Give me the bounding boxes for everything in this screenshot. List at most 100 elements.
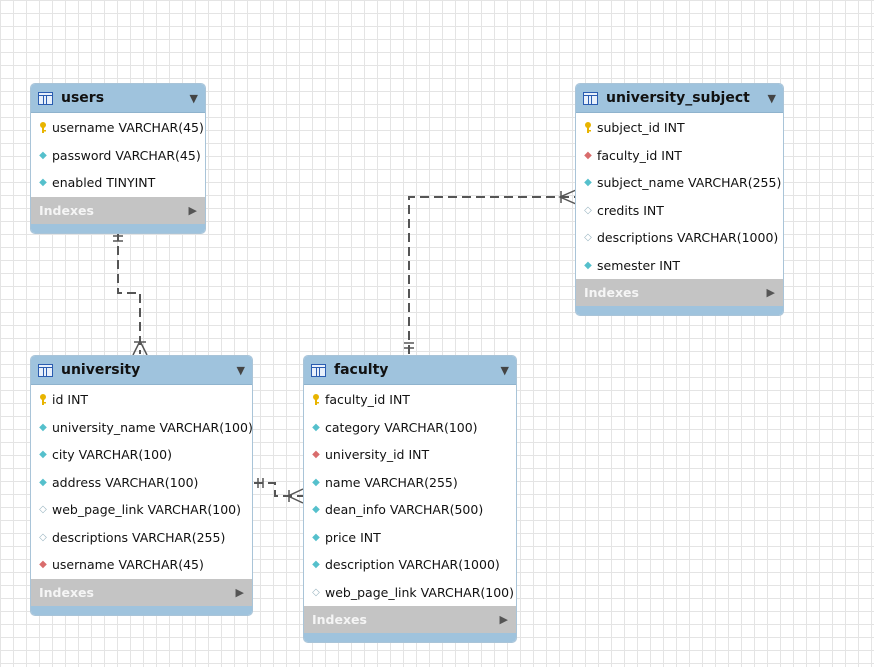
column-row[interactable]: ◆ address VARCHAR(100) — [31, 469, 252, 497]
indexes-label: Indexes — [39, 584, 94, 600]
table-header[interactable]: faculty▼ — [304, 356, 516, 385]
column-row[interactable]: ◇web_page_link VARCHAR(100) — [304, 579, 516, 607]
indexes-label: Indexes — [584, 285, 639, 300]
column-icon: ◆ — [39, 421, 47, 433]
column-list: username VARCHAR(45) ◆ password VARCHAR(45… — [31, 113, 205, 197]
column-row[interactable]: ◆ dean_info VARCHAR(500) — [304, 496, 516, 524]
column-list: subject_id INT ◆ faculty_id INT ◆ subject_na… — [576, 113, 783, 279]
column-label: price INT — [325, 529, 381, 545]
indexes-label: Indexes — [312, 612, 367, 627]
column-row[interactable]: ◆ enabled TINYINT — [31, 169, 205, 197]
chevron-right-icon[interactable]: ▶ — [235, 585, 244, 599]
column-row[interactable]: ◆city VARCHAR(100) — [31, 441, 252, 469]
indexes-section[interactable]: Indexes ▶ — [31, 578, 252, 606]
column-label: faculty_id INT — [597, 147, 682, 163]
column-icon: ◆ — [39, 476, 47, 488]
table-header[interactable]: users ▼ — [31, 84, 205, 113]
column-row[interactable]: ◆ password VARCHAR(45) — [31, 142, 205, 170]
table-footer — [576, 306, 783, 315]
table-header[interactable]: university▼ — [31, 356, 252, 385]
table-name: users — [61, 90, 105, 106]
column-row[interactable]: ◆ username VARCHAR(45) — [31, 551, 252, 579]
indexes-section[interactable]: Indexes ▶ — [31, 196, 205, 224]
column-icon: ◆ — [39, 177, 47, 189]
column-row[interactable]: username VARCHAR(45) — [31, 114, 205, 142]
table-icon — [38, 363, 53, 377]
column-icon: ◆ — [312, 531, 320, 543]
column-label: semester INT — [597, 257, 680, 273]
column-icon: ◆ — [584, 177, 592, 189]
nullable-column-icon: ◇ — [39, 531, 47, 543]
column-list: id INT◆university_name VARCHAR(100)◆city… — [31, 385, 252, 579]
primary-key-icon — [582, 121, 594, 134]
column-label: web_page_link VARCHAR(100) — [52, 502, 241, 518]
column-icon: ◆ — [312, 559, 320, 571]
column-row[interactable]: ◆ price INT — [304, 524, 516, 552]
column-label: university_name VARCHAR(100) — [52, 419, 253, 435]
chevron-down-icon[interactable]: ▼ — [767, 91, 776, 105]
column-label: description VARCHAR(1000) — [325, 557, 500, 573]
column-row[interactable]: ◆ semester INT — [576, 252, 783, 280]
chevron-right-icon[interactable]: ▶ — [766, 286, 775, 299]
column-row[interactable]: ◆ subject_name VARCHAR(255) — [576, 169, 783, 197]
chevron-down-icon[interactable]: ▼ — [236, 363, 245, 377]
table-faculty[interactable]: faculty▼faculty_id INT◆category VARCHAR(… — [303, 355, 517, 643]
column-row[interactable]: id INT — [31, 386, 252, 414]
relationship-university-faculty[interactable] — [254, 482, 303, 497]
foreign-key-icon: ◆ — [39, 559, 47, 571]
column-row[interactable]: ◆ name VARCHAR(255) — [304, 469, 516, 497]
column-icon: ◆ — [312, 476, 320, 488]
column-label: university_id INT — [325, 447, 430, 463]
table-icon — [583, 91, 598, 105]
table-footer — [31, 223, 205, 233]
column-label: username VARCHAR(45) — [52, 557, 204, 573]
table-users[interactable]: users ▼ username VARCHAR(45) ◆ password VARC… — [30, 83, 206, 234]
column-label: credits INT — [597, 202, 664, 218]
relationship-faculty-university-subject[interactable] — [408, 196, 575, 354]
column-label: address VARCHAR(100) — [52, 474, 199, 490]
column-label: city VARCHAR(100) — [52, 447, 172, 463]
table-university-subject[interactable]: university_subject ▼ subject_id INT ◆ facult… — [575, 83, 784, 316]
column-label: subject_name VARCHAR(255) — [597, 175, 782, 191]
column-row[interactable]: ◇descriptions VARCHAR(255) — [31, 524, 252, 552]
column-row[interactable]: ◆ faculty_id INT — [576, 142, 783, 170]
column-label: id INT — [52, 392, 89, 408]
foreign-key-icon: ◆ — [584, 149, 592, 161]
nullable-column-icon: ◇ — [39, 504, 47, 516]
chevron-down-icon[interactable]: ▼ — [189, 91, 198, 105]
column-row[interactable]: ◆ description VARCHAR(1000) — [304, 551, 516, 579]
column-label: enabled TINYINT — [52, 175, 156, 191]
chevron-right-icon[interactable]: ▶ — [188, 203, 197, 217]
table-name: university_subject — [606, 90, 750, 106]
column-label: category VARCHAR(100) — [325, 419, 478, 435]
column-row[interactable]: ◇credits INT — [576, 197, 783, 225]
column-icon: ◆ — [584, 259, 592, 271]
chevron-down-icon[interactable]: ▼ — [500, 363, 509, 377]
table-header[interactable]: university_subject ▼ — [576, 84, 783, 113]
column-row[interactable]: subject_id INT — [576, 114, 783, 142]
column-row[interactable]: ◇descriptions VARCHAR(1000) — [576, 224, 783, 252]
column-icon: ◆ — [312, 504, 320, 516]
indexes-section[interactable]: Indexes ▶ — [576, 279, 783, 306]
column-row[interactable]: ◆ university_id INT — [304, 441, 516, 469]
table-footer — [304, 633, 516, 642]
column-label: descriptions VARCHAR(1000) — [597, 230, 779, 246]
column-row[interactable]: ◆ university_name VARCHAR(100) — [31, 414, 252, 442]
primary-key-icon — [37, 393, 49, 406]
chevron-right-icon[interactable]: ▶ — [499, 613, 508, 626]
column-label: dean_info VARCHAR(500) — [325, 502, 484, 518]
column-row[interactable]: ◇ web_page_link VARCHAR(100) — [31, 496, 252, 524]
relationship-users-university[interactable] — [117, 232, 141, 354]
indexes-label: Indexes — [39, 202, 94, 218]
column-label: password VARCHAR(45) — [52, 147, 201, 163]
column-label: username VARCHAR(45) — [52, 120, 204, 136]
column-label: name VARCHAR(255) — [325, 474, 458, 490]
table-icon — [38, 91, 53, 105]
foreign-key-icon: ◆ — [312, 449, 320, 461]
column-row[interactable]: faculty_id INT — [304, 386, 516, 414]
column-icon: ◆ — [39, 149, 47, 161]
indexes-section[interactable]: Indexes ▶ — [304, 606, 516, 633]
table-icon — [311, 363, 326, 377]
column-row[interactable]: ◆category VARCHAR(100) — [304, 414, 516, 442]
table-university[interactable]: university▼ id INT ◆ university_name VARCHA… — [30, 355, 253, 616]
